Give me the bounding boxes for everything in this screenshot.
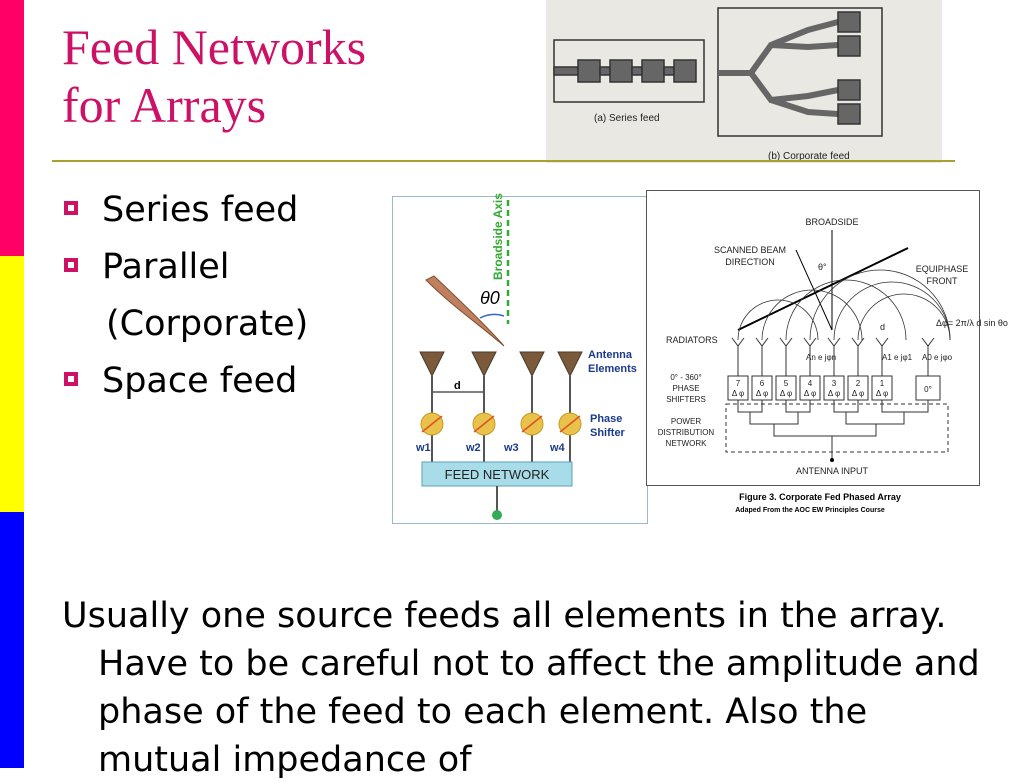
spacing-d-label: d — [880, 322, 885, 332]
title-line-2: for Arrays — [62, 77, 267, 133]
broadside-label: BROADSIDE — [805, 217, 858, 227]
bullet-square-icon — [64, 372, 78, 386]
bullet-list: Series feed Parallel (Corporate) Space f… — [62, 186, 308, 414]
phase-shifter-label-1: Phase — [590, 413, 622, 425]
an-label: An e jφn — [806, 353, 836, 362]
shifters-label-2: PHASE — [672, 384, 699, 393]
series-feed-caption: (a) Series feed — [594, 113, 660, 124]
feed-network-label: FEED NETWORK — [445, 467, 550, 482]
weight-w3: w3 — [503, 442, 519, 454]
antenna-elements-label-2: Elements — [588, 363, 637, 375]
shifter-delta-phi: Δ φ — [876, 389, 888, 398]
shifters-label-1: 0° - 360° — [670, 373, 701, 382]
phased-array-caption: Figure 3. Corporate Fed Phased Array — [739, 492, 901, 502]
shifter-delta-phi: Δ φ — [756, 389, 768, 398]
weight-w4: w4 — [549, 442, 566, 454]
bullet-space-feed: Space feed — [62, 357, 308, 414]
phase-shifter-label-2: Shifter — [590, 427, 626, 439]
title-divider — [52, 160, 955, 162]
shifter-number-7: 7 — [736, 379, 741, 388]
shifter-delta-phi: Δ φ — [852, 389, 864, 398]
title-line-1: Feed Networks — [62, 19, 367, 75]
power-label-3: NETWORK — [666, 439, 708, 448]
shifter-number-3: 3 — [832, 379, 837, 388]
broadside-axis-label: Broadside Axis — [491, 193, 505, 280]
equiphase-label-1: EQUIPHASE — [916, 264, 969, 274]
equiphase-label-2: FRONT — [927, 276, 958, 286]
antenna-input-label: ANTENNA INPUT — [796, 466, 869, 476]
shifter-number-5: 5 — [784, 379, 789, 388]
spacing-label: d — [454, 380, 461, 392]
phased-array-subcaption: Adaped From the AOC EW Principles Course — [735, 507, 885, 514]
slide-title: Feed Networks for Arrays — [62, 18, 366, 134]
shifter-delta-phi: Δ φ — [732, 389, 744, 398]
weight-w2: w2 — [465, 442, 481, 454]
scanned-beam-label-2: DIRECTION — [725, 257, 775, 267]
corporate-feed-caption: (b) Corporate feed — [768, 151, 850, 162]
body-paragraph: Usually one source feeds all elements in… — [62, 596, 980, 780]
series-feed-diagram — [553, 39, 705, 103]
zero-degree-label: 0° — [924, 385, 932, 394]
theta-degree-label: θ° — [818, 262, 827, 272]
shifter-number-6: 6 — [760, 379, 765, 388]
shifter-delta-phi: Δ φ — [804, 389, 816, 398]
corporate-feed-diagram — [717, 7, 883, 137]
shifter-delta-phi: Δ φ — [828, 389, 840, 398]
shifter-number-1: 1 — [880, 379, 885, 388]
delta-phi-formula: Δφ= 2π/λ d sin θo — [936, 318, 1008, 328]
bullet-square-icon — [64, 201, 78, 215]
a1-label: A1 e jφ1 — [882, 353, 913, 362]
antenna-array-figure: Broadside Axis θ0 Antenna Elements d — [392, 193, 648, 524]
antenna-elements-label-1: Antenna — [588, 349, 633, 361]
shifter-number-4: 4 — [808, 379, 813, 388]
power-label-2: DISTRIBUTION — [658, 428, 715, 437]
accent-strip-pink — [0, 0, 24, 256]
phased-array-figure: BROADSIDE SCANNED BEAM DIRECTION θ° EQUI… — [646, 190, 1008, 516]
theta-label: θ0 — [480, 288, 500, 308]
weight-w1: w1 — [415, 442, 431, 454]
bullet-series-feed: Series feed — [62, 186, 308, 243]
power-label-1: POWER — [671, 417, 701, 426]
shifter-number-2: 2 — [856, 379, 861, 388]
accent-strip-blue — [0, 512, 24, 768]
bullet-parallel: Parallel — [62, 243, 308, 300]
radiators-label: RADIATORS — [666, 335, 718, 345]
shifter-delta-phi: Δ φ — [780, 389, 792, 398]
bullet-square-icon — [64, 258, 78, 272]
scanned-beam-label-1: SCANNED BEAM — [714, 245, 786, 255]
a0-label: A0 e jφo — [922, 353, 953, 362]
feed-types-figure: (a) Series feed (b) Corporate feed — [546, 0, 942, 163]
shifters-label-3: SHIFTERS — [666, 395, 706, 404]
accent-strip-yellow — [0, 256, 24, 512]
bullet-parallel-continuation: (Corporate) — [106, 304, 309, 344]
